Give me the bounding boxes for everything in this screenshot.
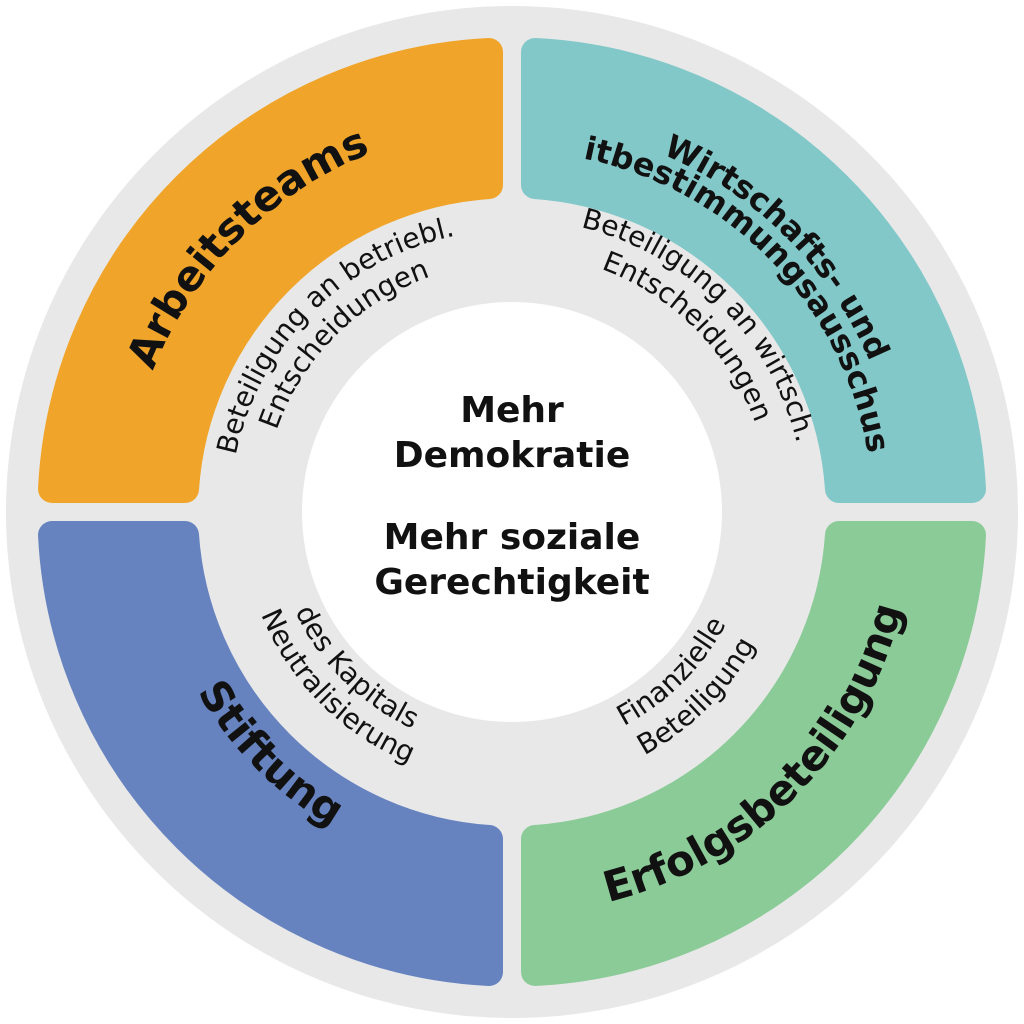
segment-arbeitsteams-band <box>38 38 503 503</box>
segment-erfolgsbeteiligung-band <box>521 521 986 986</box>
center-line-mehr: Mehr <box>460 390 564 431</box>
center-line-mehr-soziale: Mehr soziale <box>384 517 641 558</box>
center-disc <box>302 302 722 722</box>
center-line-gerechtigkeit: Gerechtigkeit <box>374 562 649 603</box>
segment-stiftung-band <box>38 521 503 986</box>
center-line-demokratie: Demokratie <box>394 435 631 476</box>
segment-ausschuss-band <box>521 38 986 503</box>
